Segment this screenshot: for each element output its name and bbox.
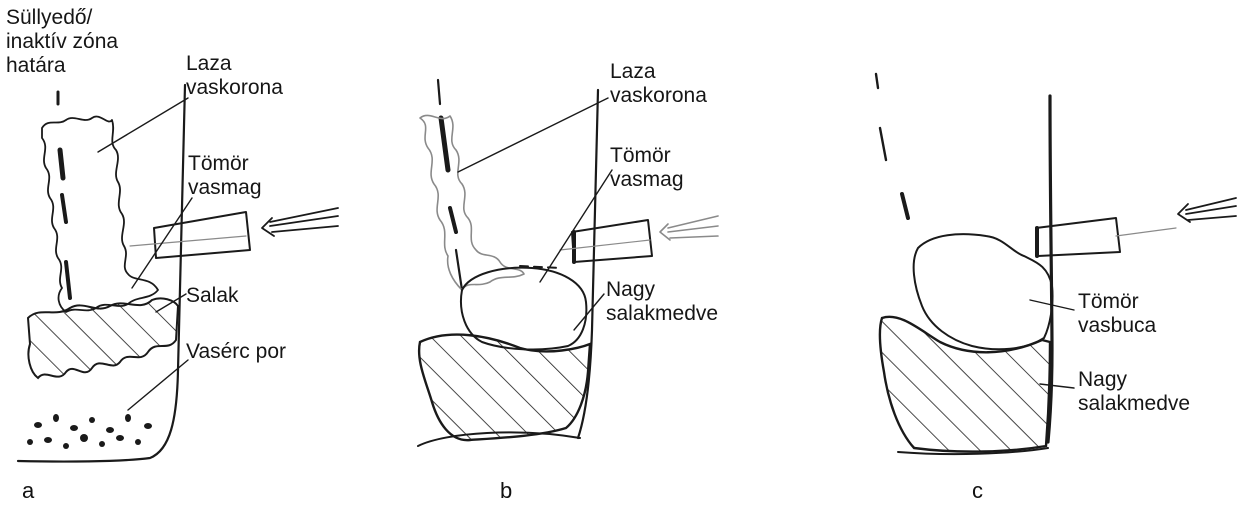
label-solid-core-b: Tömör vasmag: [610, 144, 684, 192]
label-slag-a: Salak: [186, 284, 239, 308]
label-slag-pool-c: Nagy salakmedve: [1078, 368, 1190, 416]
label-ore-powder-a: Vasérc por: [186, 340, 286, 364]
label-line: salakmedve: [606, 302, 718, 326]
panel-a-leader-ore: [128, 360, 188, 410]
panel-a-leader-crown: [98, 98, 188, 152]
panel-a-ore-powder: [27, 414, 152, 449]
label-loose-crown-b: Laza vaskorona: [610, 60, 707, 108]
label-line: Laza: [186, 52, 283, 76]
label-solid-core-a: Tömör vasmag: [188, 152, 262, 200]
panel-c-tuyere: [1036, 218, 1120, 256]
label-line: határa: [6, 54, 118, 78]
panel-a-loose-crown: [42, 116, 158, 312]
label-line: Nagy: [606, 278, 718, 302]
label-line: vasbuca: [1078, 314, 1156, 338]
label-inactive-zone-boundary: Süllyedő/ inaktív zóna határa: [6, 6, 118, 78]
panel-a-tuyere: [154, 212, 250, 258]
label-line: Nagy: [1078, 368, 1190, 392]
panel-c-blast-arrow: [1178, 198, 1236, 222]
panel-letter-b: b: [500, 478, 512, 504]
panel-b-blast-arrow: [660, 216, 718, 240]
panel-a-drawing: [18, 85, 338, 462]
panel-a-leader-core: [132, 198, 192, 288]
label-line: vasmag: [610, 168, 684, 192]
label-solid-bloom-c: Tömör vasbuca: [1078, 290, 1156, 338]
panel-b-left-wall: [438, 80, 462, 290]
panel-a-blast-arrow: [262, 208, 338, 236]
panel-c-slag-pool: [880, 317, 1050, 452]
panel-b-leader-core: [540, 170, 612, 282]
label-line: inaktív zóna: [6, 30, 118, 54]
panel-b-loose-crown: [420, 115, 524, 290]
label-line: salakmedve: [1078, 392, 1190, 416]
label-slag-pool-b: Nagy salakmedve: [606, 278, 718, 326]
label-line: vasmag: [188, 176, 262, 200]
panel-c-solid-bloom: [914, 234, 1053, 349]
panel-letter-c: c: [972, 478, 983, 504]
label-line: Tömör: [1078, 290, 1156, 314]
label-line: Tömör: [610, 144, 684, 168]
label-line: Tömör: [188, 152, 262, 176]
panel-a-slag-layer: [28, 298, 178, 378]
panel-b-drawing: [418, 80, 718, 446]
label-line: Süllyedő/: [6, 6, 118, 30]
panel-b-slag-pool: [419, 335, 590, 441]
label-line: vaskorona: [186, 76, 283, 100]
label-line: Vasérc por: [186, 340, 286, 364]
label-line: Laza: [610, 60, 707, 84]
label-line: vaskorona: [610, 84, 707, 108]
panel-a-furnace-wall: [18, 85, 185, 462]
label-loose-crown-a: Laza vaskorona: [186, 52, 283, 100]
panel-b-leader-crown: [458, 98, 608, 172]
panel-b-leader-slag: [574, 294, 604, 330]
panel-a-air-blast: [130, 236, 246, 246]
panel-letter-a: a: [22, 478, 34, 504]
label-line: Salak: [186, 284, 239, 308]
panel-c-left-wall: [876, 74, 908, 218]
